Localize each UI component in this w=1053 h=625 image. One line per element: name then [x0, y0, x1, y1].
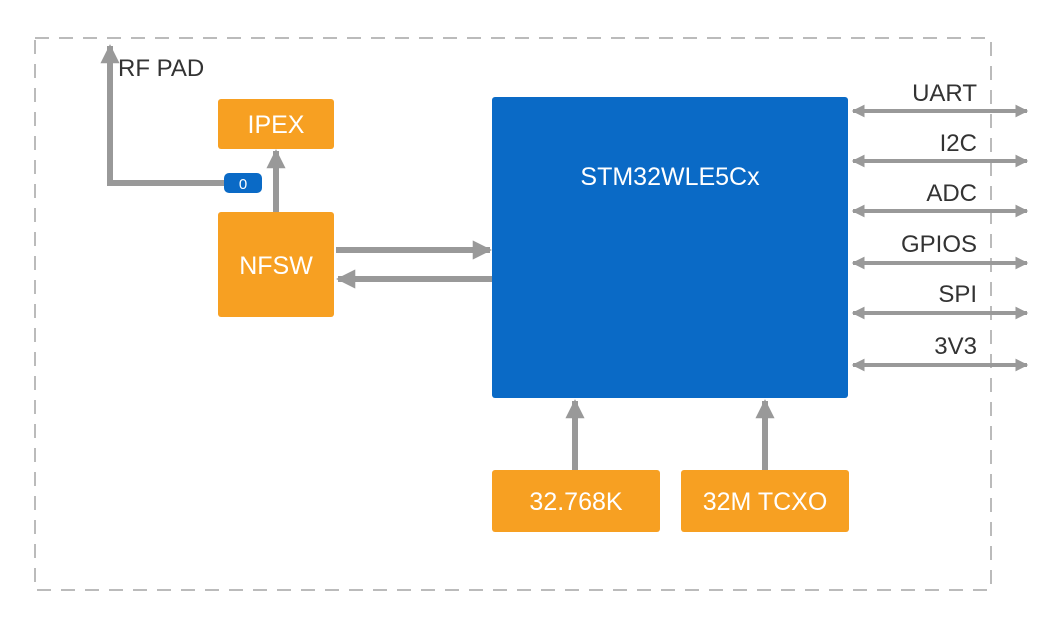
crystal-box [492, 470, 660, 532]
mcu-box [492, 97, 848, 398]
rf-pad-label: RF PAD [118, 55, 204, 82]
interface-label-uart: UART [912, 80, 977, 107]
rf-pad-line [100, 44, 232, 186]
resistor-badge-label: 0 [239, 176, 247, 193]
tcxo-label: 32M TCXO [703, 488, 828, 516]
interface-label-adc: ADC [926, 180, 977, 207]
crystal-label: 32.768K [529, 488, 622, 516]
interface-label-gpios: GPIOS [901, 231, 977, 258]
resistor-badge [224, 173, 262, 193]
ipex-label: IPEX [248, 111, 305, 139]
interface-label-3v3: 3V3 [934, 333, 977, 360]
tcxo-box [681, 470, 849, 532]
nfsw-label: NFSW [239, 252, 313, 280]
interface-list: UART I2C ADC GPIOS SPI 3V3 [851, 80, 1029, 372]
interface-label-i2c: I2C [940, 130, 977, 157]
ipex-box [218, 99, 334, 149]
mcu-label: STM32WLE5Cx [580, 163, 760, 191]
nfsw-box [218, 212, 334, 317]
interface-label-spi: SPI [938, 281, 977, 308]
